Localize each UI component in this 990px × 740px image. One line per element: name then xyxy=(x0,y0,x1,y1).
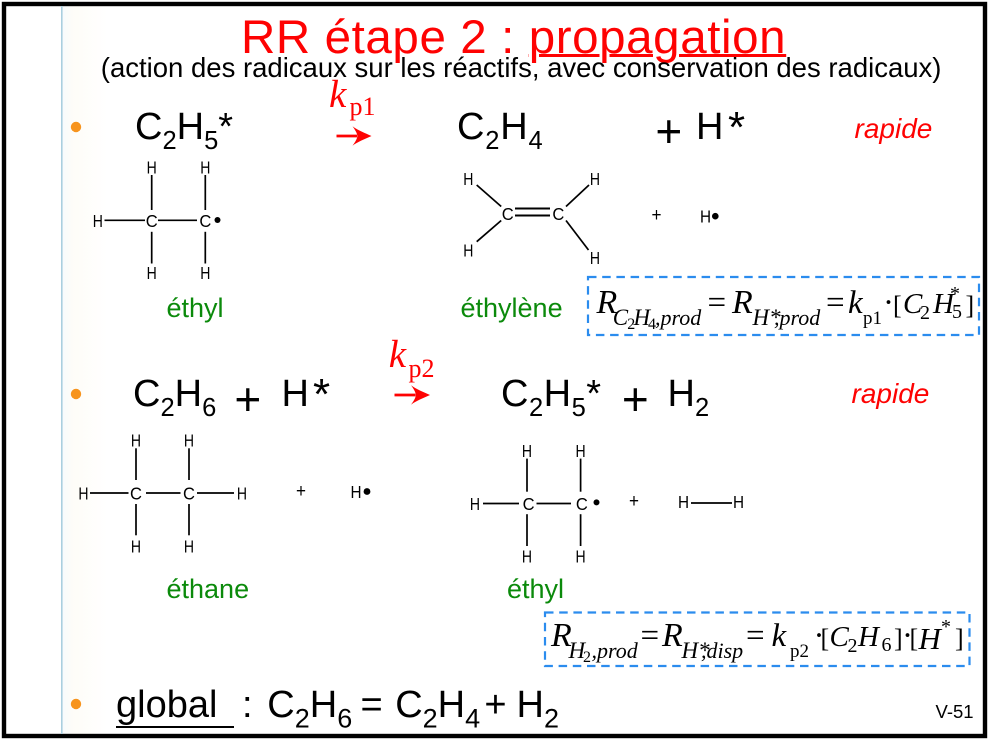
svg-text:C: C xyxy=(199,210,211,231)
svg-text:C: C xyxy=(502,203,514,224)
svg-text:H: H xyxy=(576,441,586,461)
svg-text:H: H xyxy=(78,484,88,504)
svg-text:H: H xyxy=(463,169,473,189)
svg-text:H: H xyxy=(522,547,532,567)
svg-text:H: H xyxy=(733,492,744,512)
svg-text:H: H xyxy=(350,482,361,502)
svg-text:H: H xyxy=(237,484,247,504)
svg-text:C: C xyxy=(552,203,564,224)
svg-text:H: H xyxy=(200,263,210,283)
svg-text:C: C xyxy=(130,483,142,504)
svg-text:C: C xyxy=(183,483,195,504)
svg-text:H: H xyxy=(184,537,194,557)
svg-text:H: H xyxy=(184,431,194,451)
svg-text:+: + xyxy=(296,480,306,501)
svg-text:C: C xyxy=(576,493,588,514)
svg-text:H: H xyxy=(678,492,689,512)
svg-text:+: + xyxy=(652,204,662,225)
svg-text:+: + xyxy=(629,490,639,511)
svg-text:H: H xyxy=(463,241,473,261)
svg-text:H: H xyxy=(93,211,103,231)
svg-text:H: H xyxy=(700,206,711,226)
svg-text:H: H xyxy=(200,158,210,178)
svg-text:H: H xyxy=(590,169,600,189)
svg-text:H: H xyxy=(576,547,586,567)
svg-text:H: H xyxy=(147,263,157,283)
svg-text:H: H xyxy=(590,248,600,268)
svg-text:H: H xyxy=(522,441,532,461)
svg-text:H: H xyxy=(470,494,480,514)
svg-text:C: C xyxy=(146,210,158,231)
svg-text:C: C xyxy=(523,493,535,514)
svg-text:H: H xyxy=(147,158,157,178)
svg-text:H: H xyxy=(131,431,141,451)
svg-text:H: H xyxy=(131,537,141,557)
